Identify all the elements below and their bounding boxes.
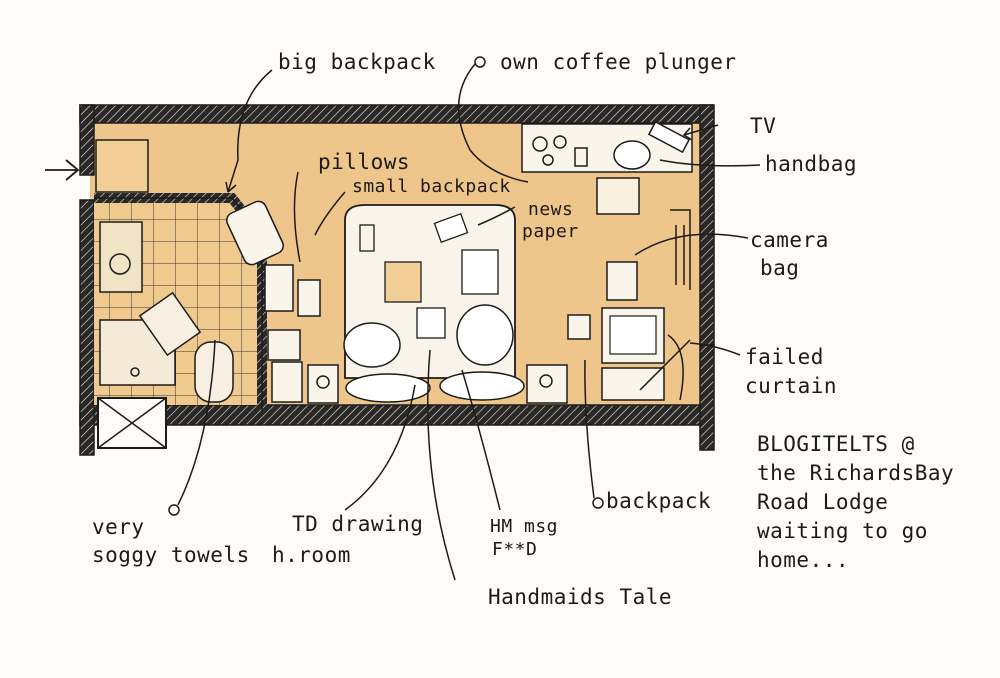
caption-line-3: Road Lodge: [757, 490, 889, 514]
label-backpack: backpack: [606, 489, 712, 513]
label-hm-msg-line2: F**D: [492, 539, 538, 560]
label-newspaper-line2: paper: [522, 221, 579, 242]
label-small-backpack: small backpack: [352, 176, 511, 197]
armchair-and-curtain: [567, 209, 691, 401]
label-failed-curtain: failed: [745, 345, 824, 369]
label-pillows: pillows: [318, 150, 411, 174]
label-failed-curtain-line2: curtain: [745, 374, 838, 398]
caption-line-5: home...: [757, 548, 850, 572]
label-handbag: handbag: [765, 152, 858, 176]
label-camera-bag: camera: [750, 228, 829, 252]
label-td-drawing-line2: h.room: [272, 543, 351, 567]
label-soggy-towels: very: [92, 515, 145, 539]
bags-and-pillows: [226, 200, 568, 404]
label-handmaids-tale: Handmaids Tale: [488, 585, 673, 609]
caption-line-1: BLOGITELTS @: [757, 432, 915, 456]
bed: [343, 204, 525, 403]
caption-line-2: the RichardsBay: [757, 461, 955, 485]
desk-area: [521, 120, 693, 215]
outer-walls: [79, 104, 715, 456]
label-td-drawing: TD drawing: [292, 512, 424, 536]
label-coffee-plunger: own coffee plunger: [500, 50, 737, 74]
label-hm-msg: HM msg: [490, 516, 559, 537]
entry-cabinet: [95, 139, 149, 193]
caption-note: BLOGITELTS @ the RichardsBay Road Lodge …: [757, 430, 954, 575]
label-big-backpack: big backpack: [278, 50, 436, 74]
label-soggy-towels-line2: soggy towels: [92, 543, 250, 567]
label-camera-bag-line2: bag: [760, 256, 800, 280]
label-tv: TV: [750, 114, 777, 138]
label-newspaper: news: [528, 199, 574, 220]
caption-line-4: waiting to go: [757, 519, 928, 543]
entry-arrow: [45, 159, 80, 181]
leader-lines: [168, 56, 761, 581]
